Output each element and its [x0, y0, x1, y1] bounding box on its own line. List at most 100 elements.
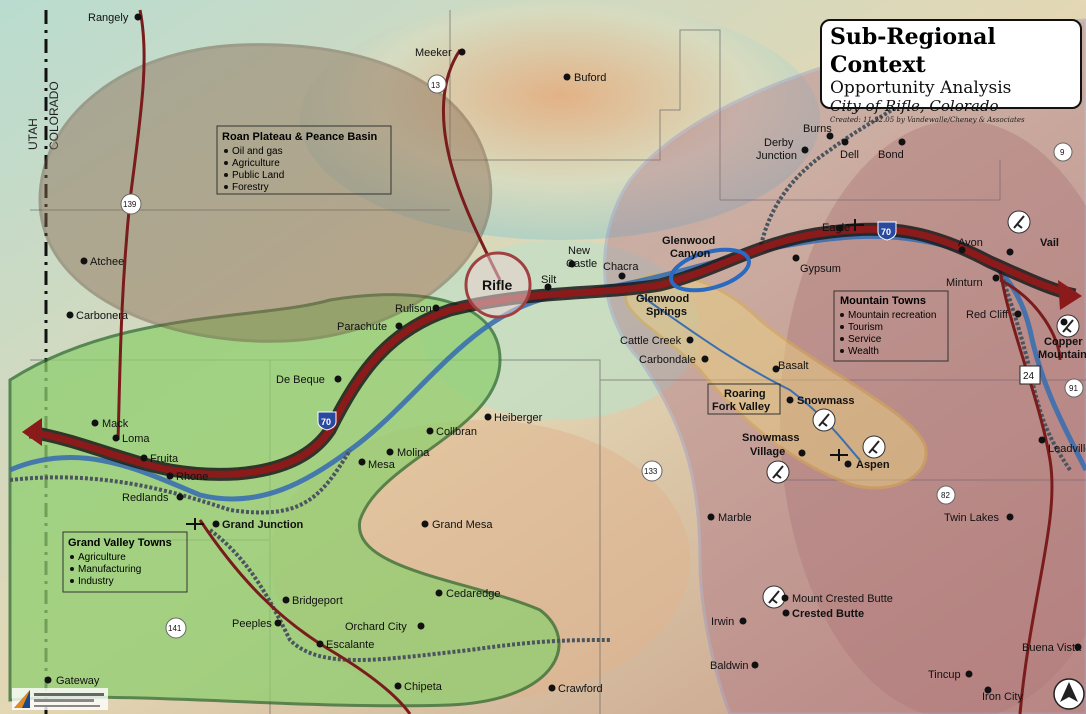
town-peeples: Peeples	[232, 618, 272, 630]
roan-plateau-region	[38, 43, 493, 343]
ski-resort-icon	[766, 460, 790, 484]
grand-valley-item-2: Manufacturing	[78, 564, 141, 575]
town-avon: Avon	[958, 237, 983, 249]
town-dots	[44, 13, 1082, 694]
town-orchard-city: Orchard City	[345, 621, 407, 633]
grand-valley-region-box: Grand Valley Towns Agriculture Manufactu…	[62, 531, 188, 593]
grand-valley-region	[8, 293, 561, 708]
ski-resort-icon	[862, 435, 886, 459]
roaring-fork-river	[639, 294, 861, 461]
town-twin-lakes: Twin Lakes	[944, 512, 1000, 524]
i70-arrow-east	[1058, 280, 1082, 310]
svg-text:13: 13	[431, 81, 440, 90]
svg-text:141: 141	[168, 624, 182, 633]
town-mount-crested-butte: Mount Crested Butte	[792, 593, 893, 605]
town-derby-junction-2: Junction	[756, 150, 797, 162]
shield-co82: 82	[936, 485, 956, 505]
ski-resort-icon	[1056, 314, 1080, 338]
roan-item-4: Forestry	[232, 182, 269, 193]
roaring-fork-box	[707, 383, 781, 415]
shield-co13: 13	[427, 74, 447, 94]
airport-icon	[186, 518, 204, 530]
town-leadville: Leadville	[1048, 443, 1086, 455]
map-credit: Created: 11.22.05 by Vandewalle/Cheney &…	[830, 116, 1025, 124]
town-rhone: Rhone	[176, 471, 208, 483]
i70-arrow-west	[22, 418, 42, 446]
glenwood-springs-label-2: Springs	[646, 306, 687, 318]
town-atchee: Atchee	[90, 256, 124, 268]
shield-co91: 91	[1064, 378, 1084, 398]
mountain-item-4: Wealth	[848, 346, 879, 357]
town-bridgeport: Bridgeport	[292, 595, 343, 607]
roaring-fork-label-1: Roaring	[724, 388, 766, 400]
svg-text:82: 82	[941, 491, 950, 500]
airport-icon	[846, 219, 864, 231]
town-minturn: Minturn	[946, 277, 983, 289]
roan-region-box: Roan Plateau & Peance Basin Oil and gas …	[216, 125, 392, 195]
rifle-highlight[interactable]	[464, 251, 532, 319]
title-box: Sub-Regional Context Opportunity Analysi…	[820, 19, 1082, 124]
town-rulison: Rulison	[395, 303, 432, 315]
town-eagle: Eagle	[822, 222, 850, 234]
town-meeker: Meeker	[415, 47, 452, 59]
town-new-castle-1: New	[568, 245, 590, 257]
town-cattle-creek: Cattle Creek	[620, 335, 682, 347]
mountain-item-1: Mountain recreation	[848, 310, 936, 321]
town-crested-butte: Crested Butte	[792, 608, 864, 620]
ski-resort-icon	[812, 408, 836, 432]
svg-text:139: 139	[123, 200, 137, 209]
town-chipeta: Chipeta	[404, 681, 443, 693]
town-rangely: Rangely	[88, 12, 129, 24]
roan-region-title: Roan Plateau & Peance Basin	[222, 131, 378, 143]
town-mesa: Mesa	[368, 459, 396, 471]
town-gypsum: Gypsum	[800, 263, 841, 275]
svg-text:70: 70	[881, 227, 891, 237]
town-parachute: Parachute	[337, 321, 387, 333]
town-bond: Bond	[878, 149, 904, 161]
shield-co133: 133	[641, 460, 663, 482]
roan-item-1: Oil and gas	[232, 146, 283, 157]
shield-i70-a: 70	[317, 411, 337, 431]
town-cedaredge: Cedaredge	[446, 588, 500, 600]
town-carbondale: Carbondale	[639, 354, 696, 366]
shield-co141: 141	[165, 617, 187, 639]
town-burns: Burns	[803, 123, 832, 135]
ski-resort-icon	[1007, 210, 1031, 234]
shield-co139: 139	[120, 193, 142, 215]
town-debeque: De Beque	[276, 374, 325, 386]
town-redlands: Redlands	[122, 492, 169, 504]
map-place: City of Rifle, Colorado	[830, 97, 999, 115]
town-copper-mountain-2: Mountain	[1038, 349, 1086, 361]
town-grand-junction: Grand Junction	[222, 519, 304, 531]
terrain-highland-north	[300, 0, 820, 240]
town-carbonera: Carbonera	[76, 310, 129, 322]
glenwood-canyon-label-2: Canyon	[670, 248, 711, 260]
town-copper-mountain-1: Copper	[1044, 336, 1083, 348]
town-buford: Buford	[574, 72, 606, 84]
glenwood-canyon-label-1: Glenwood	[662, 235, 715, 247]
town-gateway: Gateway	[56, 675, 100, 687]
rifle-label: Rifle	[482, 277, 513, 293]
town-iron-city: Iron City	[982, 691, 1023, 703]
town-basalt: Basalt	[778, 360, 809, 372]
glenwood-canyon-highlight	[669, 247, 751, 293]
town-marble: Marble	[718, 512, 752, 524]
town-vail: Vail	[1040, 237, 1059, 249]
town-red-cliff: Red Cliff	[966, 309, 1009, 321]
town-new-castle-2: Castle	[566, 258, 597, 270]
town-irwin: Irwin	[711, 616, 734, 628]
town-snowmass: Snowmass	[797, 395, 854, 407]
glenwood-springs-label-1: Glenwood	[636, 293, 689, 305]
town-grand-mesa: Grand Mesa	[432, 519, 493, 531]
svg-text:91: 91	[1069, 384, 1078, 393]
grand-valley-item-1: Agriculture	[78, 552, 126, 563]
town-aspen: Aspen	[856, 459, 890, 471]
svg-text:24: 24	[1023, 371, 1035, 382]
town-molina: Molina	[397, 447, 430, 459]
mountain-region-title: Mountain Towns	[840, 295, 926, 307]
roaring-fork-region	[623, 272, 928, 490]
town-escalante: Escalante	[326, 639, 374, 651]
shield-i70-b: 70	[877, 221, 897, 241]
